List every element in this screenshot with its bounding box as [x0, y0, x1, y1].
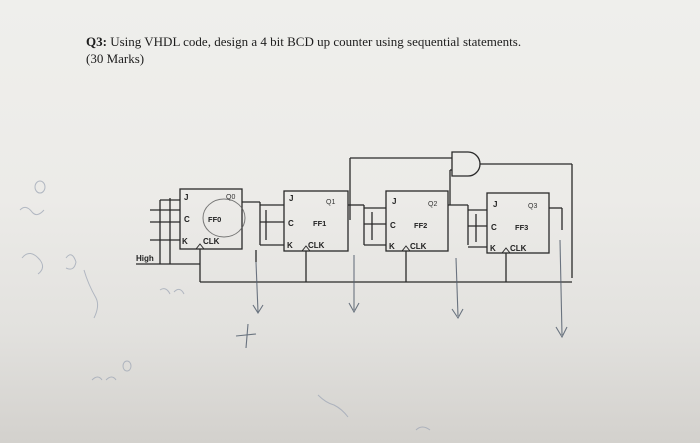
ff3-output-q: Q3: [528, 203, 537, 210]
ff0-pin-k: K: [182, 237, 188, 246]
ff2-name: FF2: [414, 221, 427, 230]
ff1-pin-c: C: [288, 219, 294, 228]
ff3-pin-k: K: [490, 244, 496, 253]
ff3-pin-c: C: [491, 223, 497, 232]
question-marks: (30 Marks): [86, 51, 145, 66]
ff1-output-q: Q1: [326, 199, 335, 206]
ff3-box: [486, 192, 550, 254]
ff1-box: [283, 190, 349, 252]
ff3-pin-j: J: [493, 200, 497, 209]
ff1-pin-k: K: [287, 241, 293, 250]
question-body: Using VHDL code, design a 4 bit BCD up c…: [106, 34, 522, 49]
ff2-pin-j: J: [392, 197, 396, 206]
ff0-box: [179, 188, 243, 250]
question-text: Q3: Using VHDL code, design a 4 bit BCD …: [86, 34, 521, 50]
ff1-pin-j: J: [289, 194, 293, 203]
ff3-name: FF3: [515, 223, 528, 232]
ff2-pin-k: K: [389, 242, 395, 251]
question-number: Q3:: [86, 34, 107, 49]
ff0-pin-c: C: [184, 215, 190, 224]
ff2-box: [385, 190, 449, 252]
ff0-name: FF0: [208, 215, 221, 224]
high-label: High: [136, 254, 154, 263]
ff2-output-q: Q2: [428, 201, 437, 208]
ff2-pin-c: C: [390, 221, 396, 230]
ff1-name: FF1: [313, 219, 326, 228]
ff0-output-q: Q0: [226, 194, 235, 201]
ff0-pin-j: J: [184, 193, 188, 202]
ff0-pin-clk: CLK: [203, 237, 220, 246]
ff3-pin-clk: CLK: [510, 244, 527, 253]
and-gate: [451, 151, 481, 177]
ff2-pin-clk: CLK: [410, 242, 427, 251]
ff1-pin-clk: CLK: [308, 241, 325, 250]
